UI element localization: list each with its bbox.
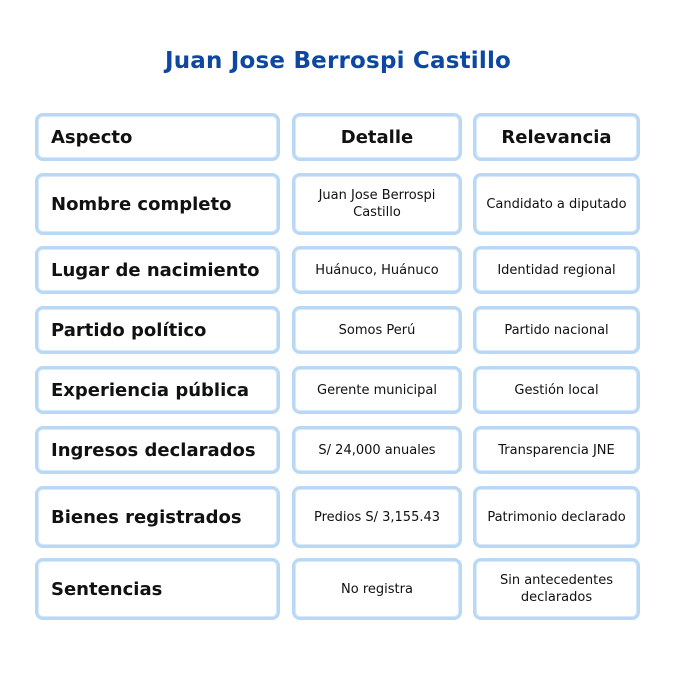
table-row-relevance: Sin antecedentes declarados [473, 558, 640, 620]
table-row-detail: No registra [292, 558, 462, 620]
table-row-detail: Gerente municipal [292, 366, 462, 414]
table-row-aspect: Nombre completo [35, 173, 280, 235]
table-row-aspect: Sentencias [35, 558, 280, 620]
table-row-detail: Somos Perú [292, 306, 462, 354]
header-relevance: Relevancia [473, 113, 640, 161]
table-row-relevance: Partido nacional [473, 306, 640, 354]
table-row-detail: Predios S/ 3,155.43 [292, 486, 462, 548]
table-row-aspect: Ingresos declarados [35, 426, 280, 474]
table-row-detail: Huánuco, Huánuco [292, 246, 462, 294]
table-row-relevance: Candidato a diputado [473, 173, 640, 235]
page-title: Juan Jose Berrospi Castillo [164, 48, 512, 74]
table-row-relevance: Identidad regional [473, 246, 640, 294]
header-aspect: Aspecto [35, 113, 280, 161]
table-row-relevance: Patrimonio declarado [473, 486, 640, 548]
table-row-detail: S/ 24,000 anuales [292, 426, 462, 474]
table-row-relevance: Gestión local [473, 366, 640, 414]
table-row-relevance: Transparencia JNE [473, 426, 640, 474]
table-row-aspect: Bienes registrados [35, 486, 280, 548]
table-row-aspect: Partido político [35, 306, 280, 354]
table-row-aspect: Experiencia pública [35, 366, 280, 414]
table-row-detail: Juan Jose Berrospi Castillo [292, 173, 462, 235]
header-detail: Detalle [292, 113, 462, 161]
table-row-aspect: Lugar de nacimiento [35, 246, 280, 294]
